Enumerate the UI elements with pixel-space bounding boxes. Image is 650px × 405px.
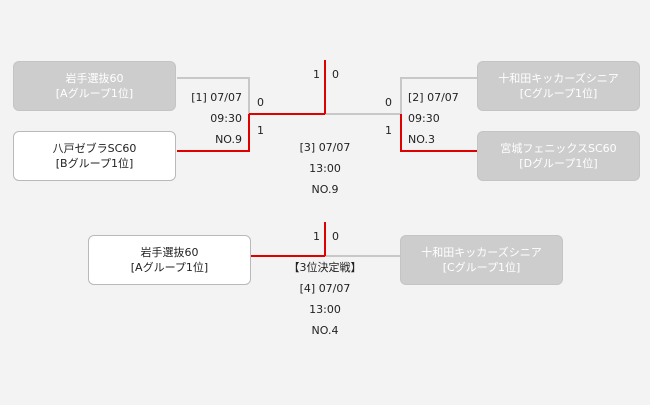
team-group: [Bグループ1位] <box>55 157 134 170</box>
final-match-date: [3] 07/07 <box>299 141 351 154</box>
third-score-left: 1 <box>313 230 320 243</box>
team-card-miyagi[interactable]: 宮城フェニックスSC60 [Dグループ1位] <box>477 131 640 181</box>
score-bottom: 1 <box>257 124 264 137</box>
team-card-towada[interactable]: 十和田キッカーズシニア [Cグループ1位] <box>477 61 640 111</box>
line-left-bottom <box>177 114 250 152</box>
final-score-left: 1 <box>313 68 320 81</box>
match-info-venue: NO.9 <box>215 133 242 146</box>
team-card-hachinohe[interactable]: 八戸ゼブラSC60 [Bグループ1位] <box>13 131 176 181</box>
team-card-towada-third[interactable]: 十和田キッカーズシニア [Cグループ1位] <box>400 235 563 285</box>
team-card-iwate[interactable]: 岩手選抜60 [Aグループ1位] <box>13 61 176 111</box>
final-match-time: 13:00 <box>309 162 341 175</box>
match-info-time: 09:30 <box>210 112 242 125</box>
team-card-iwate-third[interactable]: 岩手選抜60 [Aグループ1位] <box>88 235 251 285</box>
team-name: 岩手選抜60 <box>140 246 199 259</box>
third-match-venue: NO.4 <box>311 324 339 337</box>
team-group: [Cグループ1位] <box>519 87 598 100</box>
match-info-date: [1] 07/07 <box>191 91 242 104</box>
final-score-right: 0 <box>332 68 339 81</box>
third-match-time: 13:00 <box>309 303 341 316</box>
final-match-venue: NO.9 <box>311 183 339 196</box>
team-group: [Aグループ1位] <box>130 261 209 274</box>
team-group: [Dグループ1位] <box>519 157 598 170</box>
match-info-date: [2] 07/07 <box>408 91 459 104</box>
team-name: 八戸ゼブラSC60 <box>52 142 137 155</box>
team-name: 岩手選抜60 <box>65 72 124 85</box>
score-bottom: 1 <box>385 124 392 137</box>
team-name: 宮城フェニックスSC60 <box>500 142 617 155</box>
score-top: 0 <box>385 96 392 109</box>
team-name: 十和田キッカーズシニア <box>498 72 619 85</box>
match-info-venue: NO.3 <box>408 133 435 146</box>
team-group: [Aグループ1位] <box>55 87 134 100</box>
line-right-top <box>325 77 477 115</box>
score-top: 0 <box>257 96 264 109</box>
third-place-title: 【3位決定戦】 <box>288 261 362 274</box>
team-name: 十和田キッカーズシニア <box>421 246 542 259</box>
team-group: [Cグループ1位] <box>442 261 521 274</box>
match-info-time: 09:30 <box>408 112 440 125</box>
line-right-bottom <box>400 114 477 152</box>
third-match-date: [4] 07/07 <box>299 282 351 295</box>
third-score-right: 0 <box>332 230 339 243</box>
